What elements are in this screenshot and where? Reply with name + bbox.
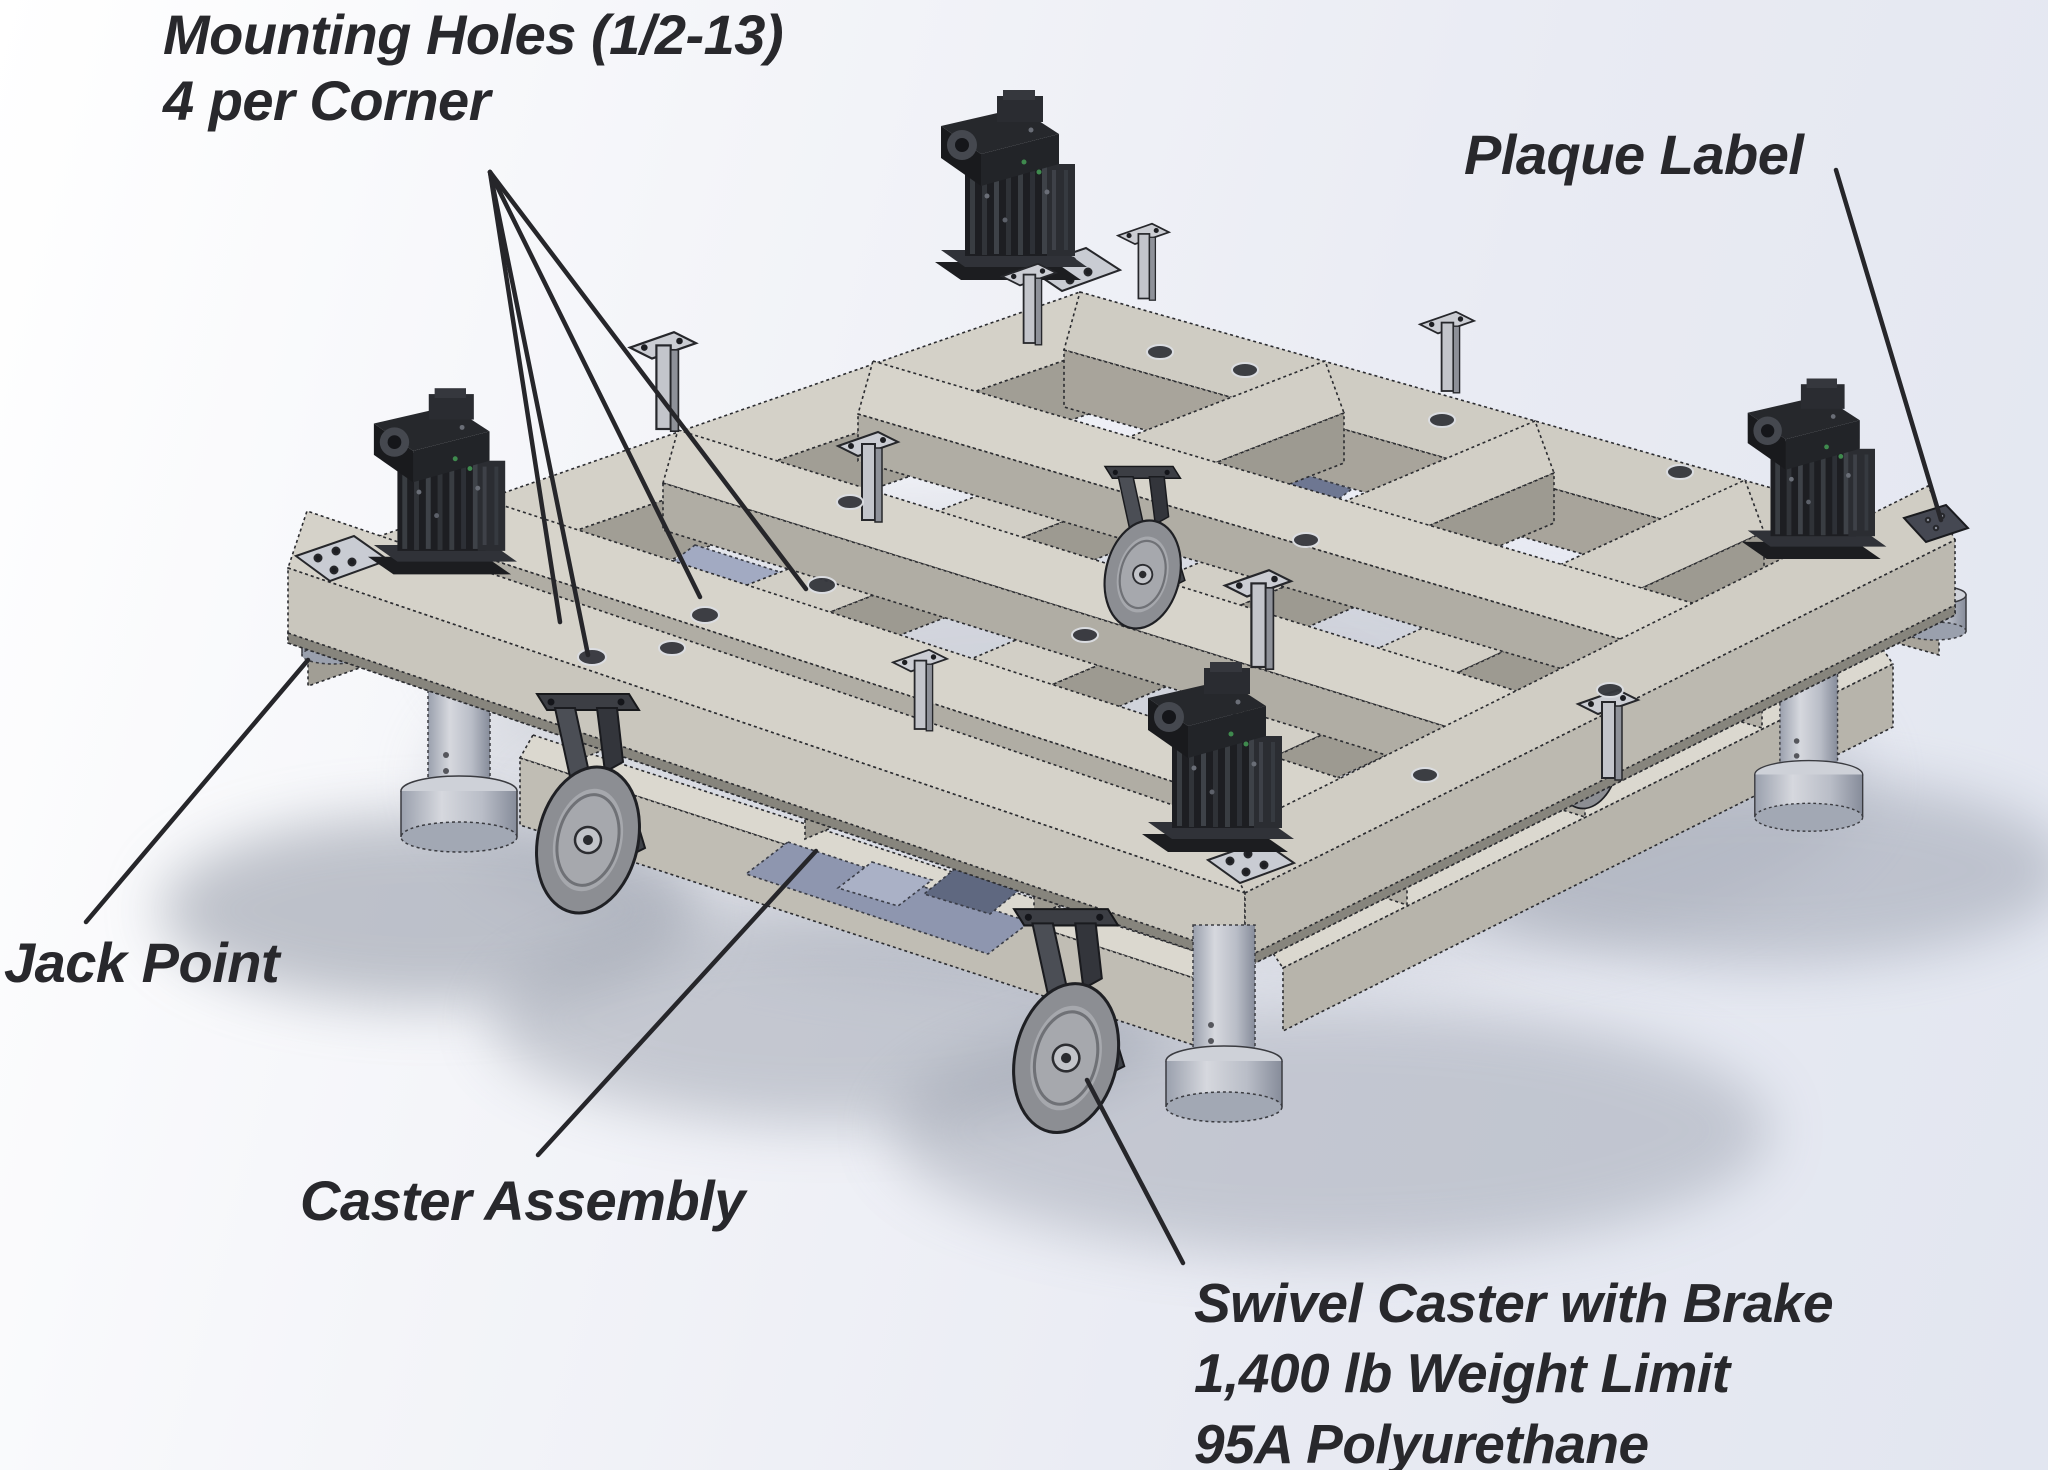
label-plaque-text: Plaque Label [1464,123,1804,186]
label-swivel-line2: 1,400 lb Weight Limit [1194,1342,1730,1405]
label-swivel-line1: Swivel Caster with Brake [1194,1272,1834,1334]
motor-right [1742,378,1887,559]
label-mounting-holes-line1: Mounting Holes (1/2-13) [163,3,784,66]
plaque-label-leader [1833,167,1944,523]
frame-front-rim [286,484,1957,970]
label-mounting-holes: Mounting Holes (1/2-13) 4 per Corner [163,2,784,133]
label-swivel-line3: 95A Polyurethane [1194,1412,1649,1470]
leader-lines [83,167,1944,1266]
plaque-plate [1902,503,1970,544]
bracket-7 [1419,310,1475,394]
swivel-caster-leader [1084,1077,1186,1266]
label-jack-point-text: Jack Point [4,931,280,994]
label-jack-point: Jack Point [4,930,280,996]
mounting-holes-leaders [487,169,809,658]
label-caster-assembly-text: Caster Assembly [300,1169,745,1232]
bracket-1 [628,331,698,433]
motor-back [935,90,1087,280]
label-mounting-holes-line2: 4 per Corner [163,68,491,132]
jack-point-leader [83,657,311,925]
caster-assembly-leader [535,848,819,1158]
label-swivel-caster: Swivel Caster with Brake 1,400 lb Weight… [1194,1268,1834,1470]
motor-left [368,388,517,575]
label-caster-assembly: Caster Assembly [300,1168,745,1234]
bracket-8 [1117,222,1170,302]
label-plaque: Plaque Label [1464,122,1804,188]
mounting-holes [577,344,1694,783]
